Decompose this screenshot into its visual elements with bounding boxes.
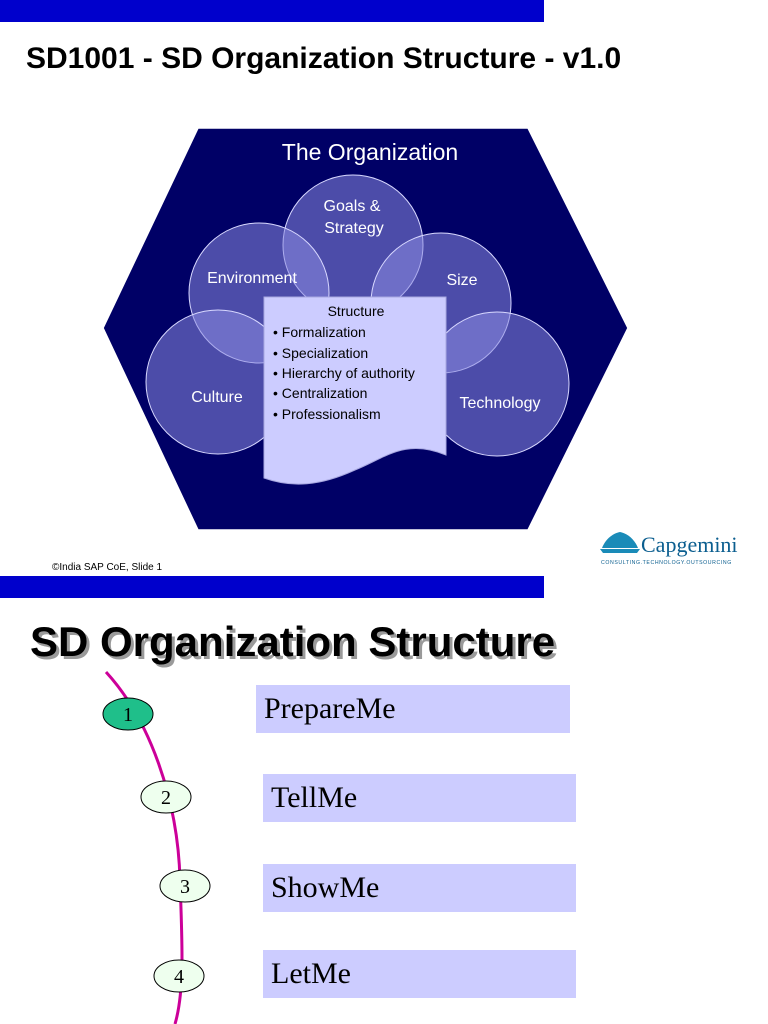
- steps-path-diagram: 1 2 3 4: [102, 670, 211, 1024]
- technology-label: Technology: [460, 395, 541, 412]
- spade-icon: [602, 532, 638, 548]
- structure-item: • Hierarchy of authority: [273, 365, 415, 381]
- goals-label-line1: Goals &: [324, 198, 381, 215]
- step-marker-1: [102, 697, 154, 731]
- structure-item: • Formalization: [273, 324, 366, 340]
- footer-text: India SAP CoE, Slide 1: [59, 562, 163, 573]
- culture-label: Culture: [191, 389, 243, 406]
- step-label-letme: LetMe: [263, 950, 576, 998]
- diagram-title: The Organization: [282, 139, 458, 165]
- top-accent-bar: [0, 0, 544, 22]
- structure-item: • Centralization: [273, 385, 367, 401]
- structure-document-shape: [263, 296, 447, 485]
- step-label-prepareme: PrepareMe: [256, 685, 570, 733]
- structure-item: • Professionalism: [273, 406, 381, 422]
- slide2-accent-bar: [0, 576, 544, 598]
- size-label: Size: [446, 272, 477, 289]
- structure-heading: Structure: [328, 303, 385, 319]
- step-number-4: 4: [174, 966, 184, 988]
- slide-footer: ©India SAP CoE, Slide 1: [52, 562, 162, 573]
- copyright-symbol: ©: [52, 562, 60, 573]
- logo-name: Capgemini: [641, 532, 738, 557]
- technology-circle: [424, 311, 570, 457]
- step-marker-2: [140, 780, 192, 814]
- step-number-2: 2: [161, 787, 171, 809]
- step-label-tellme: TellMe: [263, 774, 576, 822]
- step-marker-3: [159, 869, 211, 903]
- environment-label: Environment: [207, 270, 297, 287]
- slide2-title: SD Organization Structure: [30, 618, 556, 665]
- logo-tagline: CONSULTING.TECHNOLOGY.OUTSOURCING: [601, 560, 732, 566]
- goals-label-line2: Strategy: [324, 220, 384, 237]
- step-marker-4: [153, 959, 205, 993]
- step-number-3: 3: [180, 876, 190, 898]
- slide1-title: SD1001 - SD Organization Structure - v1.…: [26, 42, 622, 75]
- capgemini-logo: Capgemini CONSULTING.TECHNOLOGY.OUTSOURC…: [600, 532, 738, 566]
- organization-diagram: The Organization Goals & Strategy Enviro…: [102, 127, 738, 566]
- structure-item: • Specialization: [273, 345, 368, 361]
- step-label-showme: ShowMe: [263, 864, 576, 912]
- step-number-1: 1: [123, 704, 133, 726]
